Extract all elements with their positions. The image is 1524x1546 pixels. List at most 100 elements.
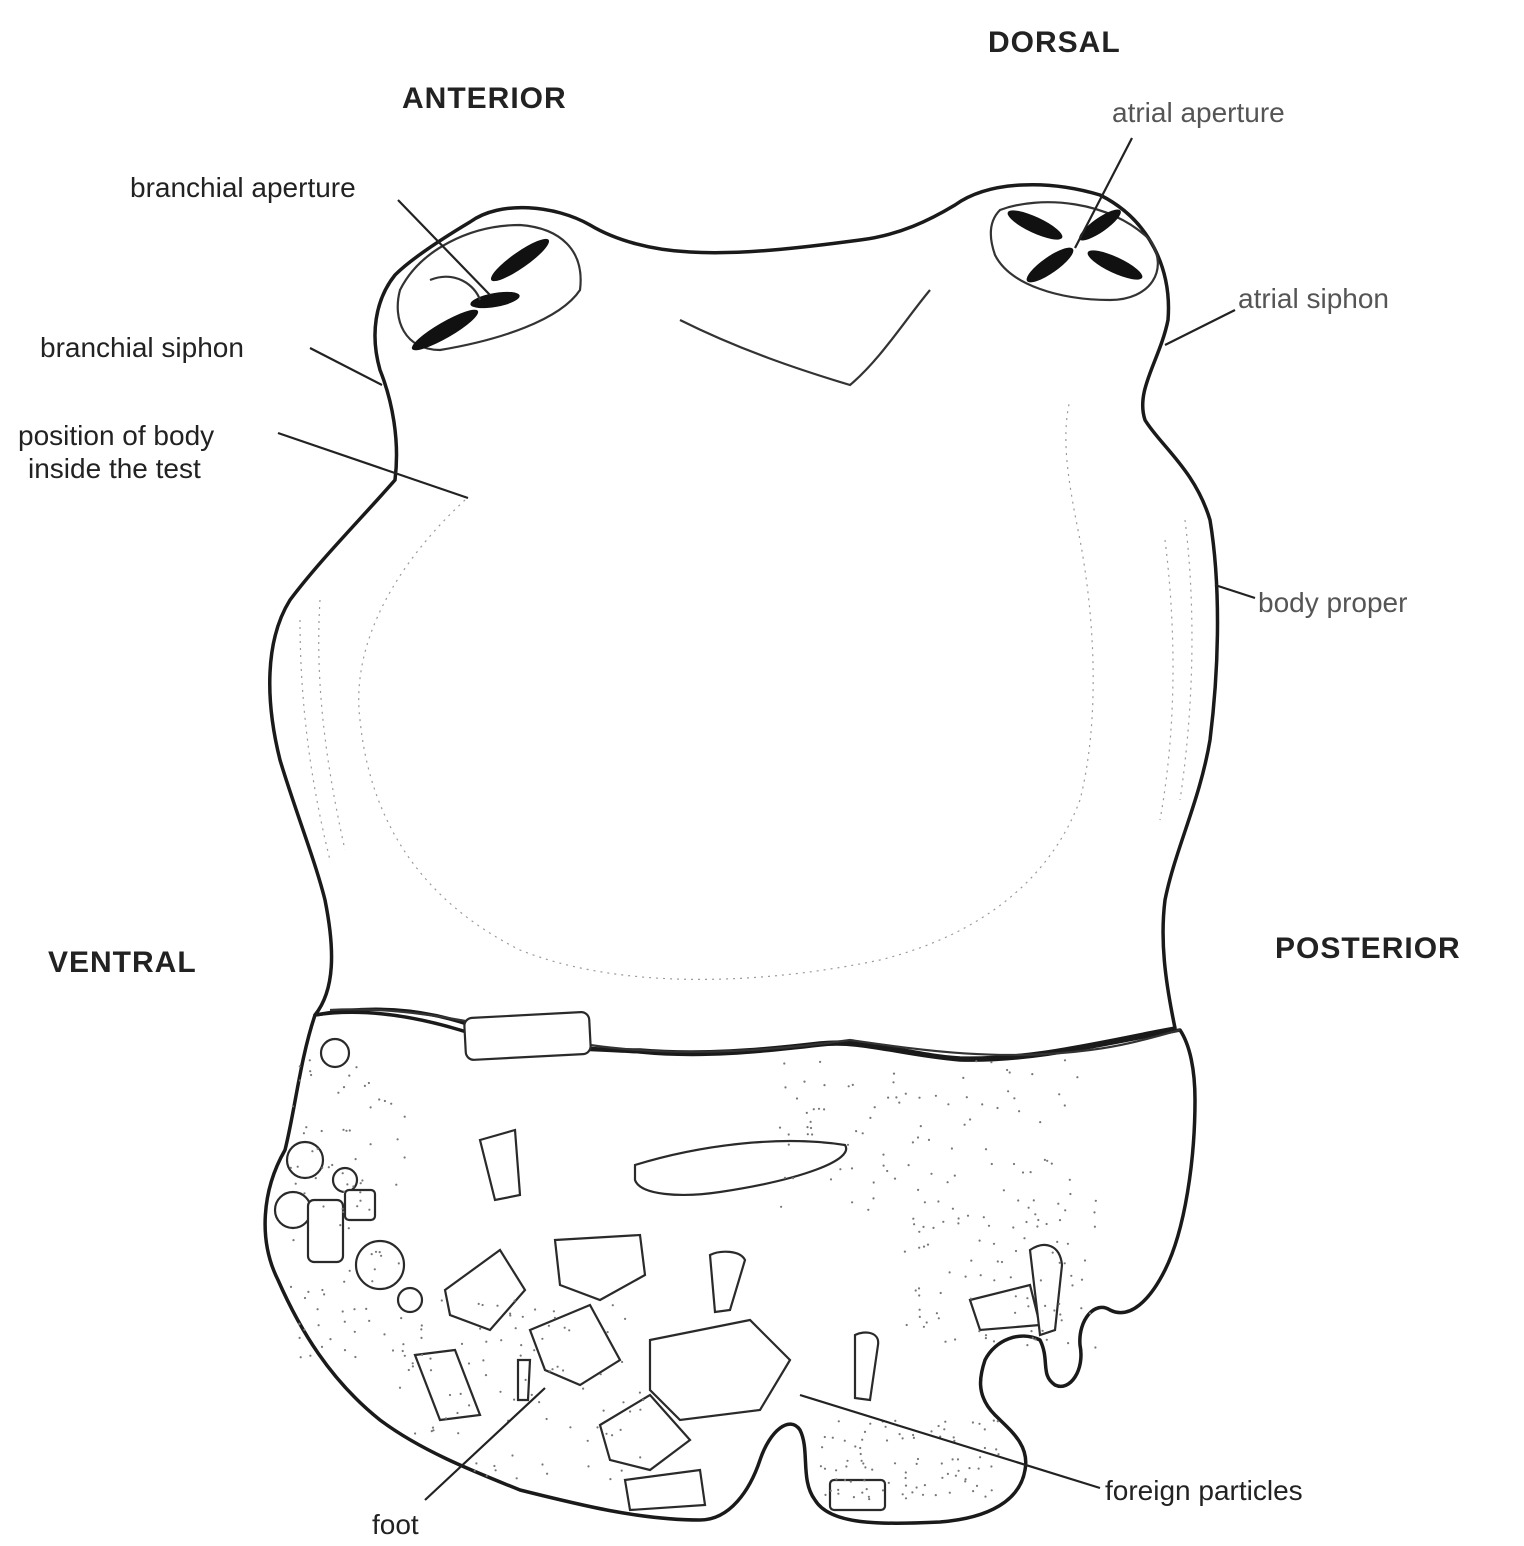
stipple-dot	[997, 1260, 999, 1262]
stipple-dot	[402, 1350, 404, 1352]
stipple-dot	[429, 1358, 431, 1360]
stipple-dot	[1053, 1309, 1055, 1311]
stipple-dot	[531, 1394, 533, 1396]
stipple-dot	[851, 1201, 853, 1203]
stipple-dot	[1014, 1312, 1016, 1314]
stipple-dot	[370, 1106, 372, 1108]
stipple-dot	[355, 1158, 357, 1160]
stipple-dot	[421, 1324, 423, 1326]
stipple-dot	[916, 1486, 918, 1488]
stipple-dot	[848, 1085, 850, 1087]
stipple-dot	[541, 1463, 543, 1465]
stipple-dot	[548, 1325, 550, 1327]
stipple-dot	[525, 1379, 527, 1381]
stipple-dot	[991, 1163, 993, 1165]
stipple-dot	[913, 1437, 915, 1439]
stipple-dot	[354, 1356, 356, 1358]
stipple-dot	[923, 1326, 925, 1328]
stipple-dot	[1022, 1171, 1024, 1173]
stipple-dot	[342, 1129, 344, 1131]
stipple-dot	[309, 1070, 311, 1072]
stipple-dot	[456, 1412, 458, 1414]
stipple-dot	[299, 1079, 301, 1081]
stipple-dot	[885, 1426, 887, 1428]
stipple-dot	[520, 1355, 522, 1357]
stipple-dot	[1081, 1279, 1083, 1281]
stipple-dot	[546, 1418, 548, 1420]
stipple-dot	[924, 1484, 926, 1486]
stipple-dot	[1037, 1219, 1039, 1221]
stipple-dot	[337, 1092, 339, 1094]
stipple-dot	[905, 1093, 907, 1095]
stipple-dot	[375, 1251, 377, 1253]
stipple-dot	[788, 1144, 790, 1146]
stipple-dot	[918, 1287, 920, 1289]
stipple-dot	[1031, 1073, 1033, 1075]
stipple-dot	[457, 1432, 459, 1434]
stipple-dot	[475, 1462, 477, 1464]
stipple-dot	[955, 1475, 957, 1477]
stipple-dot	[343, 1191, 345, 1193]
stipple-dot	[343, 1086, 345, 1088]
stipple-dot	[1033, 1199, 1035, 1201]
stipple-dot	[912, 1218, 914, 1220]
stipple-dot	[1026, 1344, 1028, 1346]
stipple-dot	[806, 1126, 808, 1128]
foreign-particle	[321, 1039, 349, 1067]
stipple-dot	[894, 1462, 896, 1464]
stipple-dot	[788, 1133, 790, 1135]
stipple-dot	[310, 1074, 312, 1076]
stipple-dot	[352, 1185, 354, 1187]
stipple-dot	[482, 1304, 484, 1306]
stipple-dot	[953, 1436, 955, 1438]
stipple-dot	[861, 1460, 863, 1462]
stipple-dot	[964, 1124, 966, 1126]
stipple-dot	[861, 1492, 863, 1494]
stipple-dot	[957, 1222, 959, 1224]
stipple-dot	[835, 1478, 837, 1480]
stipple-dot	[1080, 1307, 1082, 1309]
stipple-dot	[824, 1436, 826, 1438]
stipple-dot	[587, 1465, 589, 1467]
stipple-dot	[978, 1330, 980, 1332]
stipple-dot	[600, 1373, 602, 1375]
foreign-particle	[398, 1288, 422, 1312]
stipple-dot	[783, 1062, 785, 1064]
stipple-dot	[796, 1097, 798, 1099]
stipple-dot	[968, 1467, 970, 1469]
stipple-dot	[355, 1066, 357, 1068]
stipple-dot	[937, 1200, 939, 1202]
leader-atrial-siphon	[1165, 310, 1235, 345]
stipple-dot	[397, 1138, 399, 1140]
stipple-dot	[780, 1206, 782, 1208]
stipple-dot	[854, 1445, 856, 1447]
stipple-dot	[1013, 1163, 1015, 1165]
stipple-dot	[813, 1108, 815, 1110]
stipple-dot	[441, 1299, 443, 1301]
stipple-dot	[399, 1387, 401, 1389]
stipple-dot	[985, 1337, 987, 1339]
stipple-dot	[468, 1362, 470, 1364]
stipple-dot	[1084, 1259, 1086, 1261]
stipple-dot	[400, 1317, 402, 1319]
label-branchial-siphon: branchial siphon	[40, 332, 244, 363]
stipple-dot	[905, 1471, 907, 1473]
stipple-dot	[345, 1130, 347, 1132]
stipple-dot	[932, 1227, 934, 1229]
stipple-dot	[839, 1168, 841, 1170]
stipple-dot	[882, 1154, 884, 1156]
stipple-dot	[906, 1324, 908, 1326]
stipple-dot	[432, 1429, 434, 1431]
stipple-dot	[304, 1297, 306, 1299]
stipple-dot	[564, 1327, 566, 1329]
stipple-dot	[935, 1095, 937, 1097]
stipple-dot	[1064, 1262, 1066, 1264]
stipple-dot	[806, 1112, 808, 1114]
stipple-dot	[513, 1399, 515, 1401]
stipple-dot	[395, 1184, 397, 1186]
stipple-dot	[1039, 1121, 1041, 1123]
stipple-dot	[349, 1129, 351, 1131]
stipple-dot	[344, 1349, 346, 1351]
stipple-dot	[364, 1085, 366, 1087]
stipple-dot	[1015, 1250, 1017, 1252]
